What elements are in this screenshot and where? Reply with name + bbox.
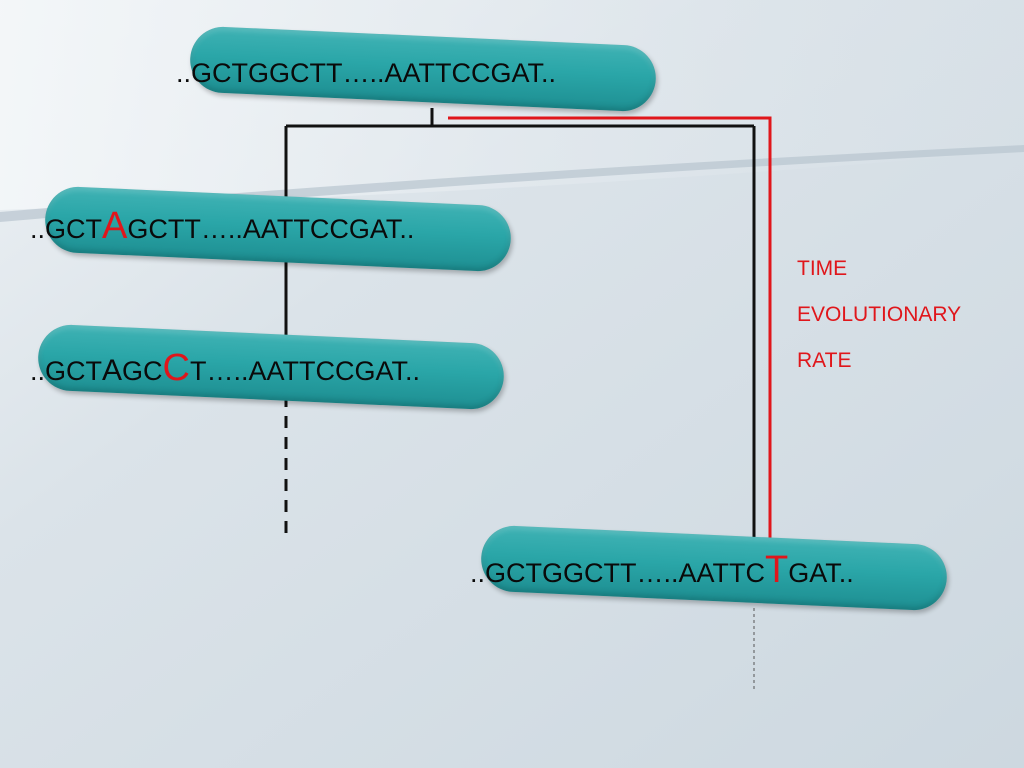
child2-mid: GC bbox=[122, 356, 163, 386]
label-rate: RATE bbox=[797, 349, 852, 372]
ancestor-sequence: ..GCTGGCTT…..AATTCCGAT.. bbox=[176, 60, 556, 87]
child2-prefix: ..GCT bbox=[30, 356, 102, 386]
ancestor-sequence-text: ..GCTGGCTT…..AATTCCGAT.. bbox=[176, 58, 556, 88]
child1-suffix: GCTT…..AATTCCGAT.. bbox=[127, 214, 415, 244]
child2-sequence: ..GCTAGCCT…..AATTCCGAT.. bbox=[30, 349, 420, 387]
time-line bbox=[448, 116, 772, 545]
label-evolutionary: EVOLUTIONARY bbox=[797, 303, 962, 326]
label-time: TIME bbox=[797, 257, 848, 280]
tree-branches bbox=[284, 108, 756, 540]
background-swoosh bbox=[0, 145, 1024, 222]
right-prefix: ..GCTGGCTT…..AATTC bbox=[470, 558, 765, 588]
child1-sequence: ..GCTAGCTT…..AATTCCGAT.. bbox=[30, 207, 414, 245]
right-mutation: T bbox=[764, 549, 789, 591]
child1-prefix: ..GCT bbox=[30, 214, 102, 244]
child2-a: A bbox=[102, 354, 123, 387]
child2-mutation: C bbox=[162, 347, 190, 389]
right-suffix: GAT.. bbox=[788, 558, 854, 588]
child1-mutation: A bbox=[102, 205, 128, 247]
right-sequence: ..GCTGGCTT…..AATTCTGAT.. bbox=[470, 551, 854, 589]
child2-suffix: T…..AATTCCGAT.. bbox=[189, 356, 420, 386]
